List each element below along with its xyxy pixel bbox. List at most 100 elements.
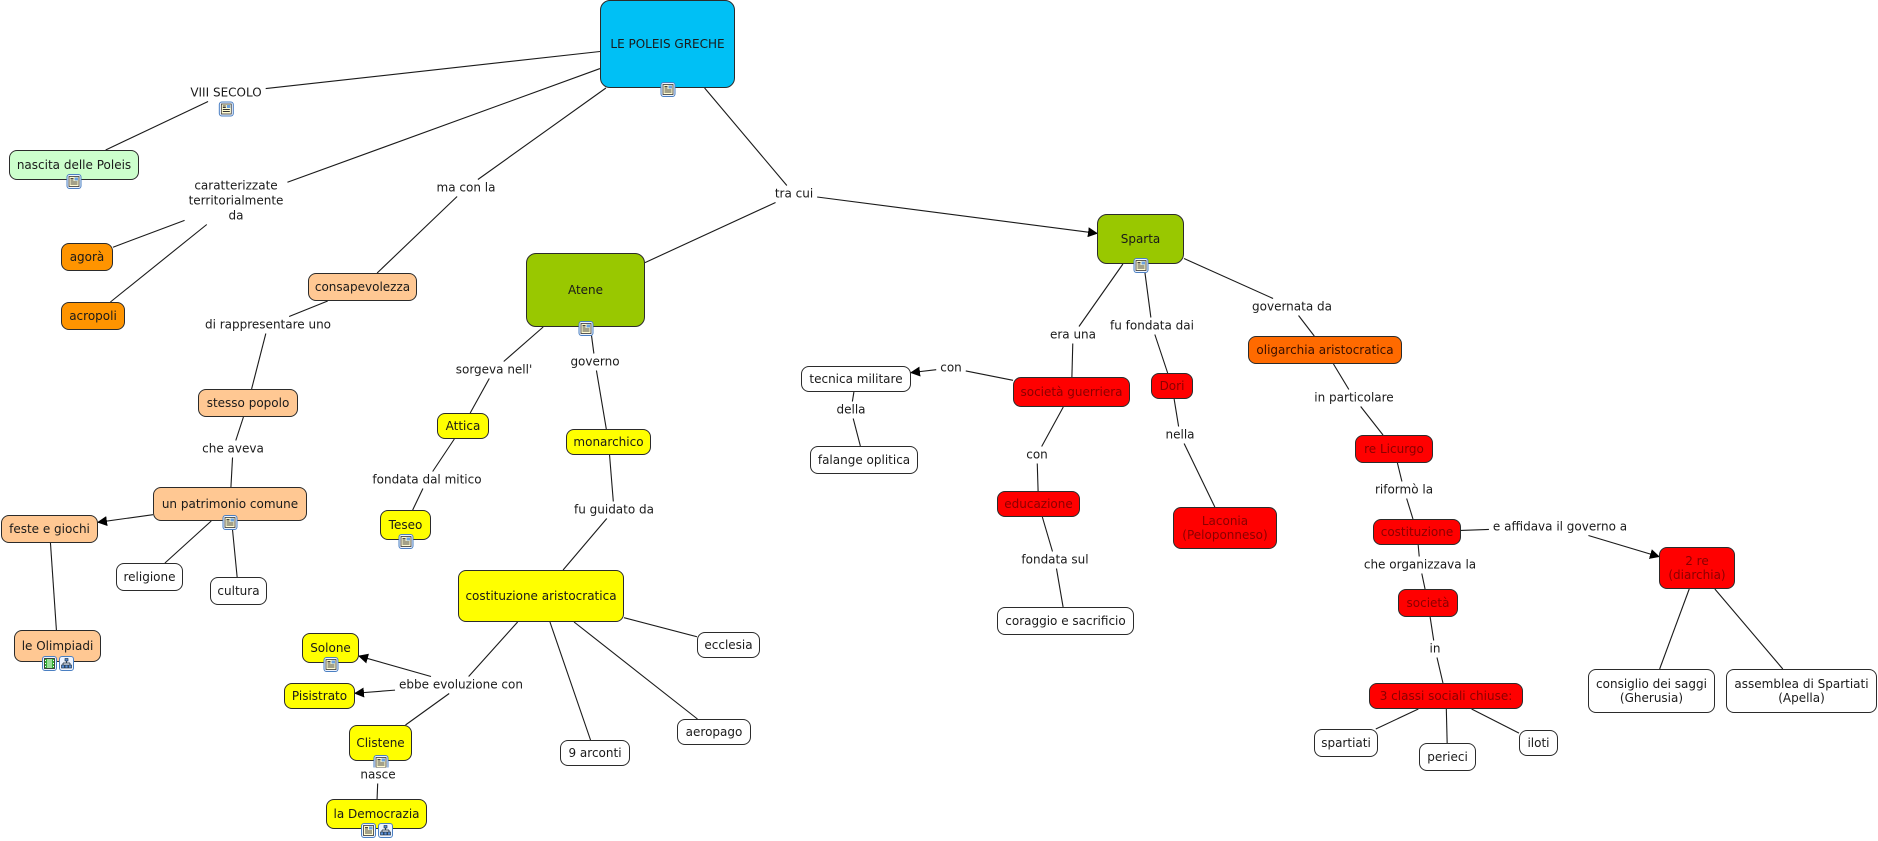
resource-doc-icon[interactable] <box>66 174 82 189</box>
node-label: Laconia (Peloponneso) <box>1182 514 1268 542</box>
concept-node-agora[interactable]: agorà <box>61 243 113 271</box>
link-label-con1[interactable]: con <box>938 360 964 376</box>
link-label-caratt[interactable]: caratterizzate territorialmente da <box>186 178 286 224</box>
concept-node-apella[interactable]: assemblea di Spartiati (Apella) <box>1726 669 1877 713</box>
connector-25-a <box>851 391 855 402</box>
connector-1-a <box>287 68 601 183</box>
link-label-nella[interactable]: nella <box>1163 427 1197 443</box>
link-label-viii[interactable]: VIII SECOLO <box>188 85 264 117</box>
link-label-nasce[interactable]: nasce <box>358 767 398 783</box>
concept-node-teseo[interactable]: Teseo <box>380 510 431 549</box>
connector-40-a <box>1714 588 1784 670</box>
node-label: Dori <box>1159 379 1185 393</box>
concept-node-religione[interactable]: religione <box>116 563 183 591</box>
link-label-fondata-dai[interactable]: fu fondata dai <box>1108 318 1196 334</box>
link-label-erauna[interactable]: era una <box>1047 327 1099 343</box>
node-label: consiglio dei saggi (Gherusia) <box>1596 677 1707 705</box>
node-label: la Democrazia <box>333 807 420 821</box>
concept-node-stesso[interactable]: stesso popolo <box>198 389 298 417</box>
resource-doc-icon[interactable] <box>222 515 238 530</box>
node-label: falange oplitica <box>817 453 911 467</box>
link-label-particolare[interactable]: in particolare <box>1312 390 1396 406</box>
connector-3-b <box>376 196 458 274</box>
link-label-in[interactable]: in <box>1427 641 1443 657</box>
node-label: società guerriera <box>1020 385 1123 399</box>
node-label: stesso popolo <box>206 396 290 410</box>
link-label-riformo[interactable]: riformò la <box>1372 482 1436 498</box>
concept-node-dori[interactable]: Dori <box>1151 373 1193 399</box>
concept-map-icon[interactable] <box>377 823 393 838</box>
concept-node-clistene[interactable]: Clistene <box>349 725 412 770</box>
concept-node-ecclesia[interactable]: ecclesia <box>697 632 760 658</box>
connector-29-a <box>1173 398 1180 427</box>
concept-node-re2[interactable]: 2 re (diarchia) <box>1659 547 1735 589</box>
concept-node-falange[interactable]: falange oplitica <box>810 446 918 474</box>
resource-doc-icon[interactable] <box>660 82 675 97</box>
link-label-affidava[interactable]: e affidava il governo a <box>1490 519 1630 535</box>
concept-node-monarchico[interactable]: monarchico <box>566 429 651 455</box>
connector-27-a <box>1041 516 1054 552</box>
link-label-ma[interactable]: ma con la <box>434 180 498 196</box>
concept-node-tecnica[interactable]: tecnica militare <box>801 366 911 392</box>
resource-doc-icon[interactable] <box>1133 258 1148 273</box>
link-label-ebbe[interactable]: ebbe evoluzione con <box>397 677 525 693</box>
link-label-governata[interactable]: governata da <box>1250 299 1334 315</box>
concept-node-oligarchia[interactable]: oligarchia aristocratica <box>1248 336 1402 364</box>
link-label-dirapp[interactable]: di rappresentare uno <box>202 317 334 333</box>
resource-doc-icon[interactable] <box>323 657 338 672</box>
resource-doc-icon[interactable] <box>578 321 593 336</box>
concept-node-coraggio[interactable]: coraggio e sacrificio <box>997 607 1134 635</box>
video-icon[interactable] <box>41 656 57 671</box>
concept-node-solone[interactable]: Solone <box>302 633 359 672</box>
concept-node-attica[interactable]: Attica <box>437 413 489 439</box>
concept-node-sparta[interactable]: Sparta <box>1097 214 1184 273</box>
link-label-governo[interactable]: governo <box>568 354 622 370</box>
concept-node-patrimonio[interactable]: un patrimonio comune <box>153 487 307 530</box>
concept-node-feste[interactable]: feste e giochi <box>1 515 98 543</box>
link-label-organizzava[interactable]: che organizzava la <box>1361 557 1479 573</box>
concept-node-gherusia[interactable]: consiglio dei saggi (Gherusia) <box>1588 669 1715 713</box>
concept-node-costituzione-ar[interactable]: costituzione aristocratica <box>458 570 624 622</box>
link-label-con2[interactable]: con <box>1024 447 1050 463</box>
concept-node-acropoli[interactable]: acropoli <box>61 302 125 330</box>
resource-doc-icon[interactable] <box>398 534 413 549</box>
resource-doc-icon[interactable] <box>218 101 234 117</box>
connector-3-a <box>477 87 607 180</box>
concept-node-nascita[interactable]: nascita delle Poleis <box>9 150 139 189</box>
concept-node-societa[interactable]: società <box>1398 589 1458 617</box>
concept-node-iloti[interactable]: iloti <box>1519 730 1558 756</box>
concept-node-costituzione-sp[interactable]: costituzione <box>1373 519 1461 545</box>
link-label-della[interactable]: della <box>834 402 868 418</box>
concept-node-guerriera[interactable]: società guerriera <box>1013 377 1130 407</box>
concept-node-atene[interactable]: Atene <box>526 253 645 336</box>
concept-node-laconia[interactable]: Laconia (Peloponneso) <box>1173 507 1277 549</box>
link-label-fondata-sul[interactable]: fondata sul <box>1019 552 1091 568</box>
concept-node-arconti[interactable]: 9 arconti <box>560 740 630 766</box>
resource-doc-icon[interactable] <box>373 755 388 770</box>
resource-icons <box>360 823 393 838</box>
link-label-sorgeva[interactable]: sorgeva nell' <box>453 362 535 378</box>
concept-node-consapevolezza[interactable]: consapevolezza <box>308 273 417 301</box>
node-label: Sparta <box>1120 232 1161 246</box>
concept-node-cultura[interactable]: cultura <box>210 577 267 605</box>
resource-doc-icon[interactable] <box>360 823 376 838</box>
concept-node-aeropago[interactable]: aeropago <box>677 719 751 745</box>
concept-node-classi[interactable]: 3 classi sociali chiuse: <box>1369 683 1523 709</box>
concept-node-olimpiadi[interactable]: le Olimpiadi <box>14 630 101 671</box>
resource-icons <box>66 174 82 189</box>
node-label: le Olimpiadi <box>21 639 94 653</box>
link-label-tra[interactable]: tra cui <box>772 186 816 202</box>
concept-node-licurgo[interactable]: re Licurgo <box>1355 435 1433 463</box>
concept-node-pisistrato[interactable]: Pisistrato <box>284 683 355 709</box>
concept-node-democrazia[interactable]: la Democrazia <box>326 799 427 838</box>
concept-map-icon[interactable] <box>58 656 74 671</box>
connector-32-b <box>1406 498 1414 520</box>
link-label-cheaveva[interactable]: che aveva <box>200 441 266 457</box>
concept-node-spartiati[interactable]: spartiati <box>1314 729 1378 757</box>
concept-node-educazione[interactable]: educazione <box>997 491 1080 517</box>
link-label-guidato[interactable]: fu guidato da <box>571 502 657 518</box>
link-label-fondata-mitico[interactable]: fondata dal mitico <box>370 472 484 488</box>
concept-node-root[interactable]: LE POLEIS GRECHE <box>600 0 735 97</box>
concept-node-perieci[interactable]: perieci <box>1419 743 1476 771</box>
